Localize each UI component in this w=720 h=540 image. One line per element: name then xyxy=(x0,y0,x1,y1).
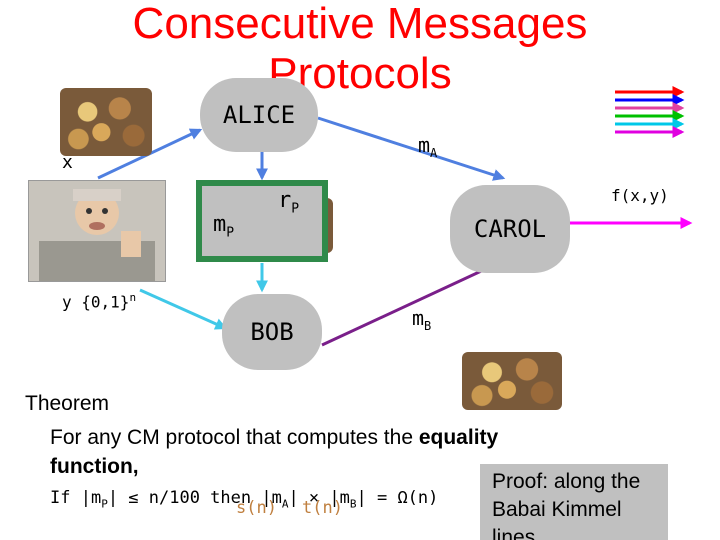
overlay-t-n: t(n) xyxy=(302,498,343,518)
arrow-y-to-bob xyxy=(139,288,228,330)
bob-node: BOB xyxy=(222,294,322,370)
legend-arrows xyxy=(615,86,685,138)
mP-label: mP xyxy=(213,212,235,241)
theorem-bold-equality: equality xyxy=(418,426,499,449)
overlay-s-n: s(n) xyxy=(236,498,277,518)
y-label: y {0,1}n xyxy=(62,291,137,312)
proof-box: Proof: along the Babai Kimmel lines xyxy=(480,464,668,540)
player-box xyxy=(196,180,328,262)
alice-node: ALICE xyxy=(200,78,318,152)
theorem-heading: Theorem xyxy=(25,392,110,415)
person-photo xyxy=(28,180,166,282)
rP-label: rP xyxy=(278,188,300,217)
fxy-label: f(x,y) xyxy=(611,186,669,205)
mB-label: mB xyxy=(412,306,432,333)
theorem-condition: If |mP| ≤ n/100 then |mA| × |mB| = Ω(n) xyxy=(50,488,439,511)
x-label: x xyxy=(62,152,73,173)
person-icon xyxy=(29,181,165,281)
arrow-bob-to-carol xyxy=(321,258,508,347)
coins-image-bob xyxy=(462,352,562,410)
arrow-alice-to-carol xyxy=(317,116,506,181)
theorem-line-2: function, xyxy=(50,455,139,478)
title-line-1: Consecutive Messages xyxy=(132,0,588,48)
mA-label: mA xyxy=(418,133,438,160)
coins-image-alice xyxy=(60,88,152,156)
theorem-line-1: For any CM protocol that computes the eq… xyxy=(50,426,499,449)
carol-node: CAROL xyxy=(450,185,570,273)
